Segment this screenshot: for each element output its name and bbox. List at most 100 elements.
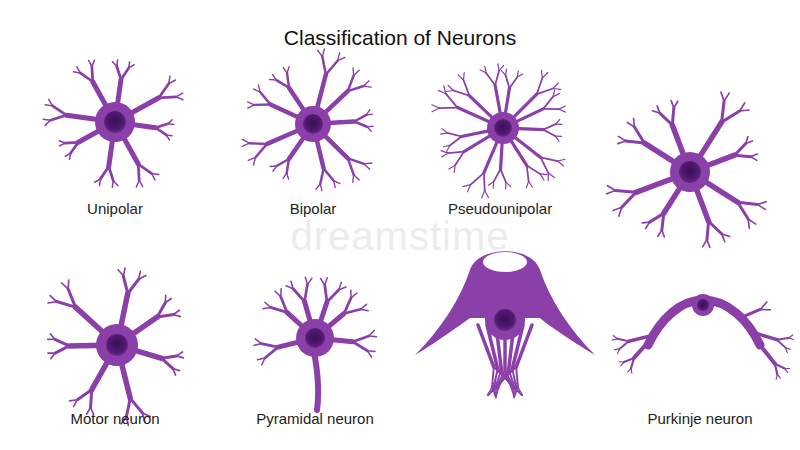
dendrite <box>317 50 322 57</box>
dendrite <box>339 287 346 290</box>
dendrite <box>674 101 678 108</box>
dendrite <box>168 123 174 125</box>
dendrite <box>541 157 558 161</box>
dendrite <box>162 358 173 368</box>
dendrite <box>442 153 448 157</box>
dendrite <box>55 346 69 353</box>
dendrite <box>326 61 338 75</box>
dendrite <box>722 234 725 242</box>
nucleus <box>494 309 516 331</box>
dendrite <box>159 84 169 98</box>
dendrite <box>173 314 180 316</box>
dendrite <box>112 181 114 188</box>
dendrite <box>275 291 281 296</box>
dendrite <box>118 270 123 276</box>
cell-body <box>415 251 595 355</box>
dendrite <box>338 57 345 60</box>
dendrite <box>657 106 660 113</box>
dendrite <box>613 336 617 339</box>
dendrite <box>448 152 464 154</box>
dendrite <box>152 173 156 179</box>
dendrite <box>254 344 261 346</box>
dendrite <box>543 97 553 109</box>
cell-body <box>487 112 519 144</box>
neuron-label: Purkinje neuron <box>647 410 752 427</box>
dendrite <box>447 133 461 137</box>
neuron-figure <box>48 268 184 425</box>
cell-body <box>670 152 710 192</box>
dendrite <box>442 129 447 133</box>
dendrite <box>287 67 289 73</box>
dendrite <box>327 290 339 302</box>
dendrite <box>777 340 786 348</box>
dendrite <box>499 65 504 70</box>
dendrite <box>541 70 543 78</box>
dendrite <box>450 136 462 145</box>
dendrite <box>556 119 560 124</box>
dendrite <box>660 113 672 125</box>
dendrite <box>505 69 507 75</box>
cell-body <box>95 102 135 142</box>
dendrite <box>157 314 173 317</box>
dendrite <box>354 70 359 75</box>
dendrite <box>305 285 308 302</box>
dendrite <box>325 285 327 302</box>
dendrite <box>176 97 183 100</box>
dendrite <box>553 83 558 88</box>
dendrite <box>740 309 760 318</box>
dendrite <box>619 361 624 362</box>
dendrite <box>439 107 457 109</box>
dendrite <box>51 115 67 120</box>
dendrite <box>287 73 289 88</box>
dendrite <box>325 278 327 285</box>
dendrite <box>334 181 336 188</box>
dendrite <box>515 387 518 396</box>
dendrite <box>364 86 371 87</box>
nucleus <box>106 334 128 356</box>
arch <box>648 300 760 345</box>
dendrite <box>432 108 439 112</box>
dendrite <box>722 101 724 122</box>
dendrite <box>760 302 767 309</box>
dendrite <box>173 369 176 375</box>
dendrite <box>364 164 370 169</box>
dendrite <box>95 179 101 182</box>
dendrite <box>369 330 374 336</box>
dendrite <box>758 205 766 210</box>
neuron-label: Bipolar <box>290 200 337 217</box>
dendrite <box>307 278 311 284</box>
dendrite <box>735 144 746 156</box>
dendrite <box>321 279 325 285</box>
dendrite <box>455 152 464 166</box>
dendrite <box>50 296 57 302</box>
dendrite <box>352 175 354 183</box>
dendrite <box>257 358 264 360</box>
dendrite <box>255 339 261 344</box>
dendrite <box>65 153 70 156</box>
dendrite <box>354 122 367 127</box>
dendrite <box>446 91 453 92</box>
dendrite <box>746 141 753 144</box>
dendrite <box>517 74 522 77</box>
dendrite <box>316 184 320 190</box>
dendrite <box>498 64 499 71</box>
dendrite <box>109 167 114 181</box>
dendrite <box>721 92 724 101</box>
dendrite <box>618 136 625 141</box>
dendrite <box>364 81 369 86</box>
neuron-figure <box>43 60 183 187</box>
dendrite <box>281 296 287 312</box>
dendrite <box>432 105 439 108</box>
dendrite <box>707 221 709 239</box>
cell-body <box>296 319 334 357</box>
dendrite <box>495 71 499 86</box>
dendrite <box>283 68 287 74</box>
dendrite <box>258 85 260 92</box>
dendrite <box>543 124 556 129</box>
dendrite <box>785 368 788 372</box>
diagram-title: Classification of Neurons <box>284 26 516 50</box>
dendrite <box>501 169 506 182</box>
neuron-figure <box>607 92 766 247</box>
dendrite <box>62 283 69 289</box>
nucleus <box>679 161 701 183</box>
